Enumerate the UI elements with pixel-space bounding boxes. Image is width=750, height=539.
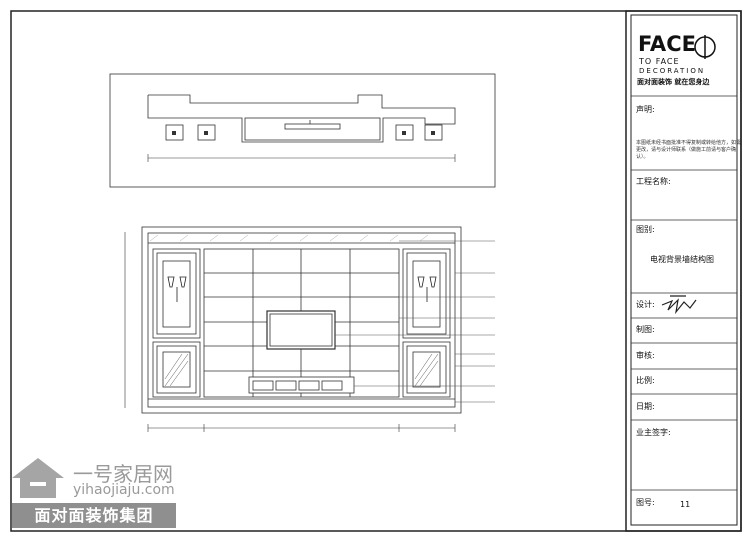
design-label: 设计:: [636, 300, 655, 309]
brand-slogan: 面对面装饰 就在您身边: [637, 78, 710, 86]
sheet-no: 11: [680, 500, 691, 509]
brand-subtitle: TO FACE: [639, 57, 680, 66]
sheet-no-label: 图号:: [636, 498, 655, 507]
elevation-view: [124, 226, 462, 432]
watermark-company: 面对面装饰集团: [12, 503, 176, 528]
watermark-site-cn: 一号家居网: [73, 462, 173, 486]
drawing-label: 图别:: [636, 225, 655, 234]
brand-logo-icon: [694, 35, 716, 59]
scale-label: 比例:: [636, 376, 655, 385]
owner-sign-label: 业主签字:: [636, 428, 671, 437]
plan-view: [109, 73, 496, 188]
wall-sconce-icon: [167, 276, 437, 302]
designer-signature: [661, 295, 697, 315]
brand-decoration: DECORATION: [639, 67, 706, 75]
brand-name: FACE: [638, 32, 696, 56]
house-logo-icon: [12, 458, 64, 498]
watermark-site-url: yihaojiaju.com: [73, 482, 175, 498]
declaration-label: 声明:: [636, 105, 655, 114]
review-label: 审核:: [636, 351, 655, 360]
date-label: 日期:: [636, 402, 655, 411]
drafting-label: 制图:: [636, 325, 655, 334]
drawing-title: 电视背景墙结构图: [650, 255, 714, 264]
project-name-label: 工程名称:: [636, 177, 671, 186]
declaration-text: 本图纸未经书面批准不得复制或转给他方，如需更改，请与设计师联系（做施工前请与客户…: [636, 140, 742, 160]
